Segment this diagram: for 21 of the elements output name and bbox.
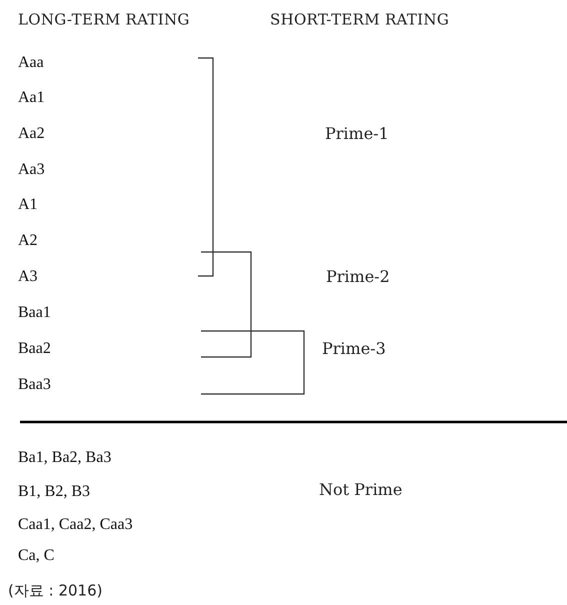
short-term-rating: Prime-3: [322, 340, 386, 358]
rating-label: Aa2: [18, 124, 45, 144]
rating-label: A3: [18, 268, 38, 286]
rating-label: B1, B2, B3: [18, 482, 90, 502]
rating-label: Ca, C: [18, 546, 54, 566]
rating-label: A2: [18, 232, 38, 250]
short-term-rating: Not Prime: [319, 480, 402, 500]
rating-label: Caa1, Caa2, Caa3: [18, 516, 133, 534]
column-heading: SHORT-TERM RATING: [270, 11, 450, 29]
rating-label: Aa1: [18, 88, 45, 108]
rating-label: A1: [18, 196, 38, 214]
rating-label: Baa2: [18, 340, 51, 358]
rating-label: Aa3: [18, 160, 45, 180]
rating-label: Baa3: [18, 376, 51, 394]
short-term-rating: Prime-2: [326, 268, 390, 286]
source-note: (자료 : 2016): [8, 582, 102, 600]
rating-label: Aaa: [18, 54, 44, 72]
rating-label: Baa1: [18, 304, 51, 322]
short-term-rating: Prime-1: [325, 124, 389, 144]
rating-label: Ba1, Ba2, Ba3: [18, 448, 112, 468]
column-heading: LONG-TERM RATING: [18, 11, 190, 29]
